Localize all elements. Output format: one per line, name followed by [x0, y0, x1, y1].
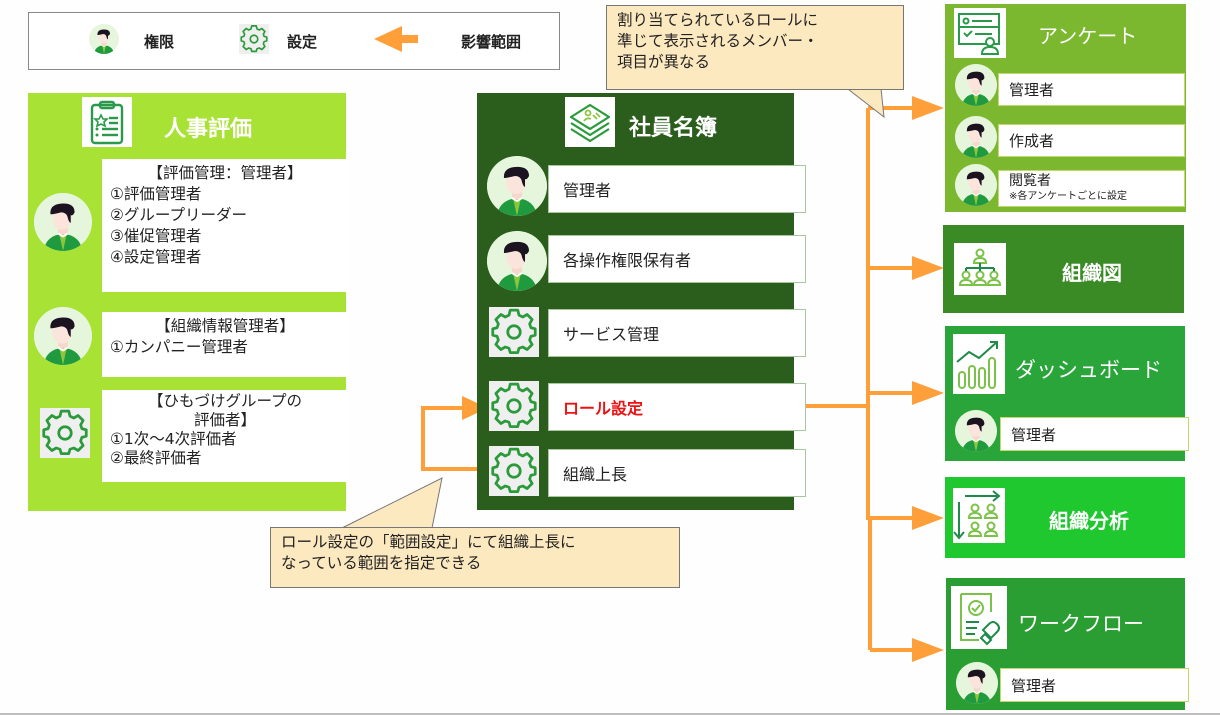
user-avatar-icon	[34, 307, 92, 365]
hr-group-org-admin: 【組織情報管理者】 ①カンパニー管理者	[102, 312, 348, 377]
user-avatar-icon	[487, 156, 547, 216]
item-note: ※各アンケートごとに設定	[1009, 190, 1127, 202]
org-chart-panel: 組織図	[943, 225, 1184, 313]
callout-line: 項目が異なる	[617, 53, 711, 71]
employee-item-admin[interactable]: 管理者	[548, 165, 806, 213]
arrowhead-analysis	[912, 506, 944, 530]
dashboard-item-admin[interactable]: 管理者	[1000, 417, 1189, 451]
item-label: 組織上長	[563, 465, 628, 484]
group-line: ①1次～4次評価者	[110, 430, 237, 448]
orange-arrow-icon	[374, 26, 418, 52]
legend: 権限 設定 影響範囲	[28, 12, 560, 70]
clipboard-icon	[82, 97, 132, 147]
dashboard-panel: ダッシュボード 管理者	[945, 326, 1189, 461]
item-label: 管理者	[1009, 81, 1055, 99]
hr-group-eval-admin: 【評価管理：管理者】 ①評価管理者 ②グループリーダー ③催促管理者 ④設定管理…	[102, 159, 348, 292]
survey-item-creator[interactable]: 作成者	[998, 124, 1185, 157]
survey-title: アンケート	[1038, 24, 1138, 48]
item-label: 閲覧者	[1009, 172, 1051, 189]
gear-icon	[239, 24, 269, 54]
survey-form-icon	[954, 8, 1006, 58]
item-label: サービス管理	[563, 325, 660, 344]
user-avatar-icon	[89, 24, 119, 54]
item-label: 管理者	[563, 181, 612, 200]
callout-line: 割り当てられているロールに	[617, 11, 819, 29]
hr-evaluation-title: 人事評価	[164, 117, 253, 142]
survey-item-admin[interactable]: 管理者	[998, 73, 1185, 106]
group-line: ②最終評価者	[110, 449, 202, 467]
user-avatar-icon	[955, 410, 997, 452]
gear-icon	[40, 408, 90, 458]
callout-range-setting: ロール設定の「範囲設定」にて組織上長に なっている範囲を指定できる	[270, 527, 680, 588]
survey-panel: アンケート 管理者 作成者 閲覧者 ※各アンケートごとに設定	[945, 4, 1186, 212]
arrowhead-survey	[912, 96, 944, 120]
group-line: ②グループリーダー	[110, 206, 247, 224]
legend-permission-label: 権限	[144, 33, 175, 51]
employee-item-org-head[interactable]: 組織上長	[548, 449, 806, 497]
group-heading: 【評価管理：管理者】	[147, 164, 303, 182]
gear-icon	[489, 446, 539, 496]
employee-item-role-setting[interactable]: ロール設定	[548, 383, 806, 431]
item-label: 各操作権限保有者	[563, 251, 692, 270]
callout-role-visibility: 割り当てられているロールに 準じて表示されるメンバー・ 項目が異なる	[606, 5, 904, 90]
hr-evaluation-panel: 人事評価 【評価管理：管理者】 ①評価管理者 ②グループリーダー ③催促管理者 …	[28, 93, 348, 511]
employee-directory-title: 社員名簿	[629, 116, 718, 141]
bottom-divider	[0, 713, 1220, 715]
workflow-item-admin[interactable]: 管理者	[1000, 668, 1189, 702]
group-heading: 評価者】	[193, 411, 256, 429]
arrowhead-workflow	[912, 638, 944, 662]
growth-chart-icon	[953, 334, 1005, 394]
org-analysis-icon	[953, 488, 1005, 543]
group-line: ④設定管理者	[110, 248, 202, 266]
survey-item-viewer[interactable]: 閲覧者 ※各アンケートごとに設定	[998, 170, 1185, 207]
group-line: ①評価管理者	[110, 185, 202, 203]
employee-item-service-admin[interactable]: サービス管理	[548, 309, 806, 357]
user-avatar-icon	[956, 662, 998, 704]
dashboard-title: ダッシュボード	[1015, 358, 1162, 382]
employee-directory-panel: 社員名簿 管理者 各操作権限保有者 サービス管理 ロール設定 組織上長	[477, 93, 806, 510]
callout-line: ロール設定の「範囲設定」にて組織上長に	[281, 533, 576, 551]
group-heading: 【ひもづけグループの	[147, 392, 303, 410]
org-tree-icon	[954, 243, 1006, 295]
workflow-panel: ワークフロー 管理者	[946, 578, 1189, 710]
user-avatar-icon	[955, 64, 997, 106]
group-heading: 【組織情報管理者】	[155, 317, 295, 335]
item-label: 管理者	[1011, 425, 1057, 444]
arrowhead-dashboard	[912, 381, 944, 405]
org-chart-title: 組織図	[1062, 261, 1122, 285]
item-label: 管理者	[1011, 676, 1057, 695]
stacked-cards-icon	[565, 97, 615, 147]
workflow-title: ワークフロー	[1018, 612, 1144, 636]
item-label: 作成者	[1009, 132, 1055, 150]
org-analysis-panel: 組織分析	[945, 477, 1185, 558]
arrowhead-orgchart	[912, 256, 944, 280]
group-line: ①カンパニー管理者	[110, 338, 248, 356]
org-analysis-title: 組織分析	[1049, 509, 1129, 533]
item-label-highlight: ロール設定	[563, 399, 644, 418]
legend-impact-label: 影響範囲	[461, 33, 522, 51]
approval-stamp-icon	[951, 586, 1007, 649]
gear-icon	[489, 381, 539, 431]
legend-setting-label: 設定	[287, 33, 318, 51]
callout-line: なっている範囲を指定できる	[281, 554, 482, 572]
group-line: ③催促管理者	[110, 227, 202, 245]
user-avatar-icon	[487, 231, 547, 291]
hr-group-evaluators: 【ひもづけグループの 評価者】 ①1次～4次評価者 ②最終評価者	[102, 390, 348, 482]
employee-item-operators[interactable]: 各操作権限保有者	[548, 235, 806, 283]
user-avatar-icon	[955, 164, 997, 206]
user-avatar-icon	[34, 193, 92, 251]
callout-line: 準じて表示されるメンバー・	[617, 32, 819, 50]
gear-icon	[489, 307, 539, 357]
user-avatar-icon	[955, 116, 997, 158]
